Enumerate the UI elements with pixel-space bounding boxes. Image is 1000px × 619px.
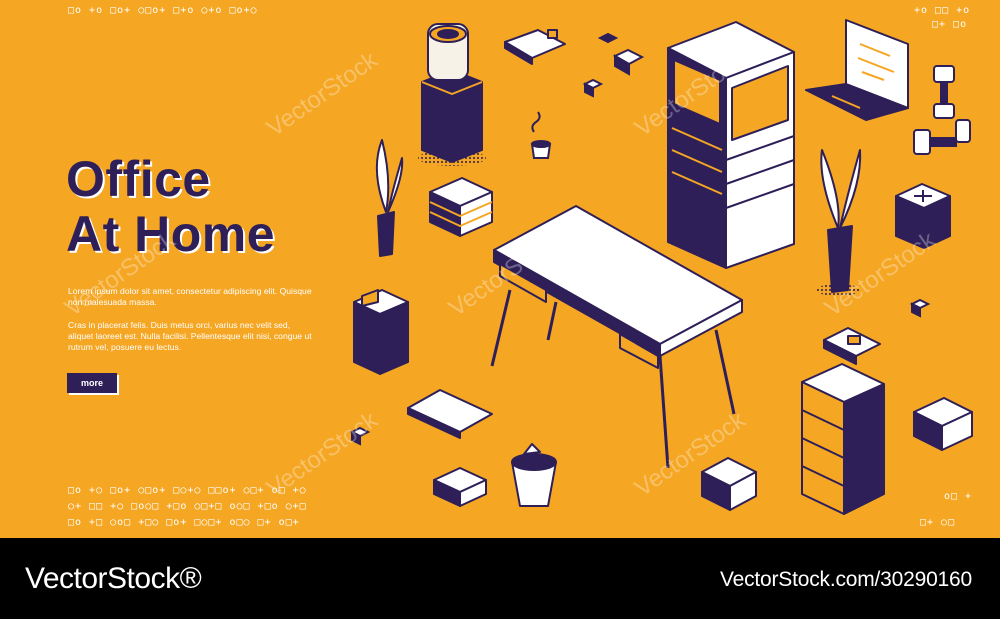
- desk: [490, 205, 743, 469]
- decor-glyphs: +o □□ +o: [914, 5, 971, 16]
- coffee-cup: [530, 111, 552, 159]
- page-title: Office At Home: [66, 152, 275, 262]
- dumbbells: [913, 65, 971, 155]
- decor-glyphs: ○+ □□ +○ □o○□ +□o ○□+□ o○□ +□o ○+□: [68, 501, 307, 512]
- image-id: VectorStock.com/30290160: [719, 568, 972, 591]
- book-stack: [429, 177, 493, 237]
- storage-box: [353, 289, 409, 375]
- paper-stack: [913, 397, 973, 451]
- watermark-footer: VectorStock® VectorStock.com/30290160: [0, 538, 1000, 619]
- desk-lamp: [823, 327, 881, 365]
- sticky-note: [582, 32, 645, 98]
- headline-line2: At Home: [66, 206, 276, 262]
- trash-bin: [511, 443, 557, 507]
- notepad: [504, 29, 566, 65]
- body-paragraph: Cras in placerat felis. Duis metus orci,…: [68, 320, 312, 352]
- intro-paragraph: Lorem ipsum dolor sit amet, consectetur …: [68, 286, 312, 307]
- landing-banner: Office At Home Lorem ipsum dolor sit ame…: [0, 0, 1000, 538]
- office-illustration: [349, 19, 973, 515]
- cabinet: [667, 21, 795, 269]
- decor-glyphs: □o +o □o+ ○□o+ □+o ○+o □o+○: [68, 5, 258, 16]
- headline-line1: Office: [66, 151, 211, 207]
- tablet: [407, 389, 493, 439]
- plant: [816, 149, 862, 296]
- water-cooler: [418, 23, 486, 166]
- decor-glyphs: □+ ○□: [920, 517, 956, 528]
- paper-stack: [433, 467, 487, 507]
- sticky-note: [349, 298, 931, 446]
- drawer-unit: [801, 363, 885, 515]
- decor-glyphs: □+ □o: [932, 19, 968, 30]
- decor-glyphs: □o +○ □o+ ○□o+ □○+○ □□o+ ○□+ o□ +○: [68, 485, 307, 496]
- decor-glyphs: □o +□ ○o□ +□○ □o+ □○□+ o□○ □+ o□+: [68, 517, 300, 528]
- laptop: [805, 19, 909, 121]
- decor-glyphs: o□ +: [944, 491, 973, 502]
- vectorstock-logo: VectorStock®: [25, 562, 202, 595]
- plant: [375, 139, 404, 257]
- storage-box: [895, 183, 951, 249]
- paper-stack: [701, 457, 757, 511]
- more-button[interactable]: more: [67, 373, 117, 393]
